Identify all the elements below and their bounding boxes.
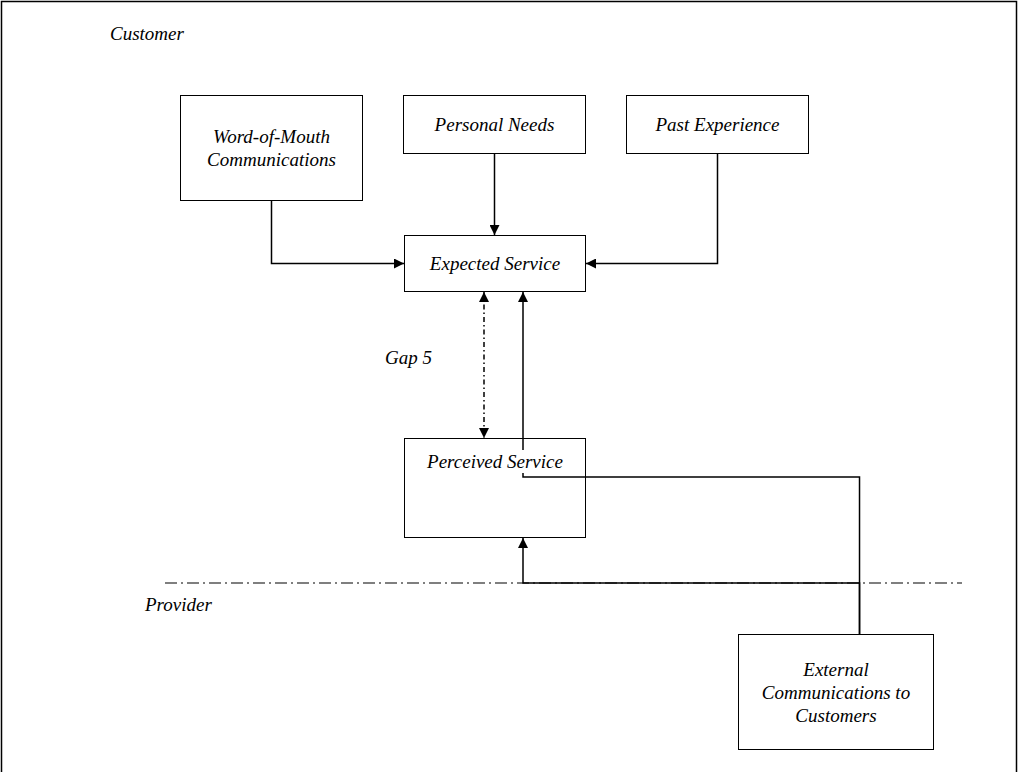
- flow-arrow: [494, 154, 496, 235]
- box-text: Expected Service: [428, 252, 562, 275]
- flow-arrow: [586, 154, 718, 264]
- box-text: Personal Needs: [433, 113, 557, 136]
- box-text: Word-of-Mouth Communications: [189, 125, 354, 171]
- flow-arrow: [523, 292, 860, 634]
- process-box: Perceived Service: [404, 438, 586, 538]
- flow-arrow: [272, 201, 405, 264]
- gap-arrow: [483, 292, 485, 438]
- process-box: External Communications to Customers: [738, 634, 934, 750]
- box-text: Perceived Service: [425, 450, 565, 473]
- process-box: Past Experience: [626, 95, 809, 154]
- box-text: Past Experience: [654, 113, 782, 136]
- box-text: External Communications to Customers: [747, 658, 925, 727]
- region-label: Provider: [143, 593, 214, 616]
- process-box: Word-of-Mouth Communications: [180, 95, 363, 201]
- gap-label: Gap 5: [383, 346, 434, 369]
- region-label: Customer: [108, 22, 186, 45]
- process-box: Personal Needs: [403, 95, 586, 154]
- process-box: Expected Service: [404, 235, 586, 292]
- flow-arrow: [523, 538, 860, 634]
